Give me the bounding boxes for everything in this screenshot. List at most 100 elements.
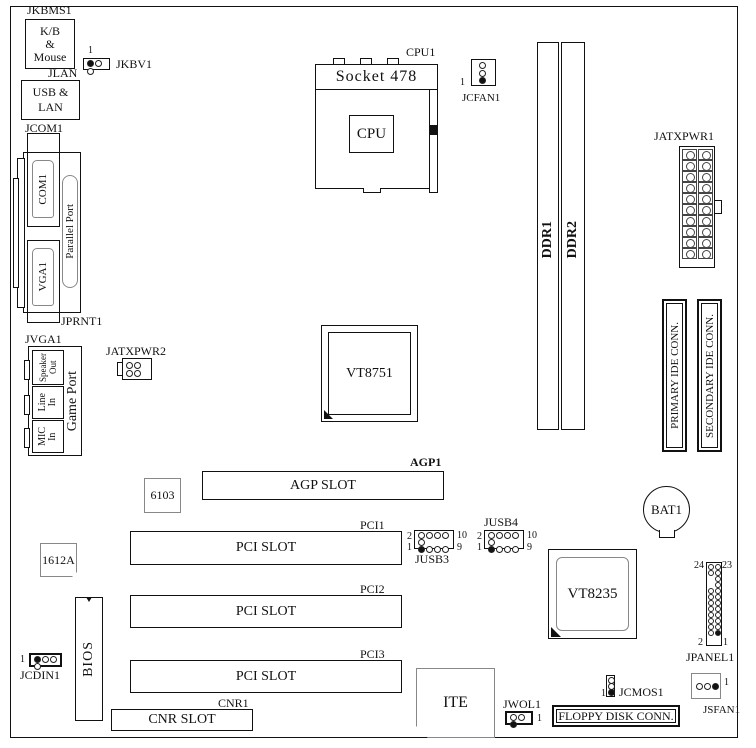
jatxpwr1-connector bbox=[679, 146, 715, 268]
bios-text: BIOS bbox=[81, 641, 96, 677]
pci3-slot: PCI SLOT bbox=[130, 660, 402, 693]
jack-tab-2 bbox=[24, 395, 30, 415]
agp-slot-text: AGP SLOT bbox=[290, 477, 356, 493]
secondary-ide-text: SECONDARY IDE CONN. bbox=[703, 313, 716, 438]
atx-pin bbox=[681, 237, 697, 248]
agp-slot: AGP SLOT bbox=[202, 471, 444, 500]
jack-tab-1 bbox=[24, 360, 30, 380]
jpanel1-pin2: 2 bbox=[698, 637, 703, 648]
ite-text: ITE bbox=[443, 694, 468, 711]
battery-tab bbox=[659, 530, 675, 538]
atx-pin bbox=[697, 160, 713, 171]
ddr1-label: DDR1 bbox=[540, 221, 555, 259]
jusb3-pin1: 1 bbox=[407, 542, 412, 553]
pci1-slot: PCI SLOT bbox=[130, 531, 402, 565]
jsfan1-label: JSFAN1 bbox=[703, 704, 741, 716]
battery-bat1: BAT1 bbox=[643, 486, 690, 533]
atx-pin bbox=[681, 204, 697, 215]
northbridge-chip: VT8751 bbox=[328, 332, 411, 415]
jpanel-pin bbox=[707, 630, 714, 636]
southbridge-chip: VT8235 bbox=[556, 557, 629, 631]
jusb4-header bbox=[484, 530, 524, 553]
cpu1-label: CPU1 bbox=[406, 45, 436, 59]
atx-pin bbox=[681, 149, 697, 160]
pci1-label: PCI1 bbox=[360, 518, 385, 532]
jlan-label: JLAN bbox=[48, 66, 78, 80]
jusb3-header bbox=[414, 530, 454, 553]
primary-ide-text: PRIMARY IDE CONN. bbox=[668, 322, 681, 429]
jcfan1-label: JCFAN1 bbox=[462, 92, 501, 104]
jusb3-pin10: 10 bbox=[457, 530, 467, 541]
io-bracket-inner bbox=[13, 178, 19, 288]
jusb3-label: JUSB3 bbox=[415, 552, 450, 566]
socket-lever-handle bbox=[430, 125, 438, 135]
jusb3-pin9: 9 bbox=[457, 542, 462, 553]
pci2-slot: PCI SLOT bbox=[130, 595, 402, 628]
parallel-port: Parallel Port bbox=[62, 175, 78, 288]
cnr1-label: CNR1 bbox=[218, 696, 249, 710]
jcom1-label: JCOM1 bbox=[25, 121, 64, 135]
floppy-connector: FLOPPY DISK CONN. bbox=[552, 705, 680, 727]
socket-tab-3 bbox=[387, 58, 399, 64]
jvga1-label: JVGA1 bbox=[25, 332, 62, 346]
jcmos1-pin1: 1 bbox=[601, 688, 606, 699]
socket-bottom-tab bbox=[363, 188, 381, 193]
cpu-text: CPU bbox=[356, 125, 387, 142]
jatxpwr1-latch bbox=[714, 200, 722, 214]
ddr1-slot bbox=[537, 42, 559, 430]
primary-ide-connector: PRIMARY IDE CONN. bbox=[662, 299, 687, 452]
com1-port: COM1 bbox=[32, 160, 54, 218]
atx-pin bbox=[681, 248, 697, 259]
atx-pin bbox=[697, 204, 713, 215]
motherboard-outline bbox=[10, 6, 738, 738]
cnr-slot-text: CNR SLOT bbox=[148, 712, 216, 727]
pci1-slot-text: PCI SLOT bbox=[235, 540, 297, 555]
jkbv1-label: JKBV1 bbox=[116, 57, 153, 71]
atx-pin bbox=[681, 226, 697, 237]
jusb4-pin2: 2 bbox=[477, 531, 482, 542]
socket-tab-1 bbox=[333, 58, 345, 64]
atx-pin bbox=[697, 237, 713, 248]
parallel-port-text: Parallel Port bbox=[64, 204, 76, 259]
socket-478-text: Socket 478 bbox=[335, 68, 418, 85]
jusb4-pin1: 1 bbox=[477, 542, 482, 553]
atx-pin bbox=[697, 193, 713, 204]
jpanel-pin bbox=[714, 630, 721, 636]
lan-chip-text: 6103 bbox=[150, 488, 175, 502]
jcfan1-header bbox=[471, 59, 496, 86]
jusb3-pin2: 2 bbox=[407, 531, 412, 542]
jatxpwr1-label: JATXPWR1 bbox=[654, 129, 715, 143]
atx-pin bbox=[681, 160, 697, 171]
game-port: Game Port bbox=[64, 350, 82, 453]
jkbms1-label: JKBMS1 bbox=[27, 3, 72, 17]
jusb4-label: JUSB4 bbox=[484, 515, 519, 529]
vga1-text: VGA1 bbox=[37, 262, 49, 292]
jatxpwr2-connector bbox=[122, 358, 152, 380]
jpanel-pin bbox=[707, 570, 714, 576]
jkbv1-header bbox=[83, 58, 110, 75]
atx-pin bbox=[697, 171, 713, 182]
cpu-chip: CPU bbox=[349, 115, 394, 153]
vga1-port: VGA1 bbox=[32, 248, 54, 306]
secondary-ide-connector: SECONDARY IDE CONN. bbox=[697, 299, 722, 452]
jatxpwr2-label: JATXPWR2 bbox=[106, 344, 167, 358]
pci3-slot-text: PCI SLOT bbox=[235, 668, 297, 684]
jusb4-pin10: 10 bbox=[527, 530, 537, 541]
southbridge-text: VT8235 bbox=[567, 585, 618, 602]
audio-codec-1612a: 1612A bbox=[40, 543, 77, 577]
cnr-slot: CNR SLOT bbox=[111, 709, 253, 731]
jcdin1-label: JCDIN1 bbox=[20, 668, 61, 682]
bios-notch bbox=[86, 597, 92, 602]
kb-text: K/B bbox=[39, 23, 60, 38]
northbridge-pin1-marker bbox=[324, 410, 333, 419]
ddr2-slot bbox=[561, 42, 585, 430]
agp1-label: AGP1 bbox=[410, 455, 442, 469]
jwol1-pin1: 1 bbox=[537, 713, 542, 724]
battery-text: BAT1 bbox=[650, 501, 683, 517]
southbridge-pin1-marker bbox=[551, 627, 561, 637]
jcfan1-pin1: 1 bbox=[460, 77, 465, 88]
